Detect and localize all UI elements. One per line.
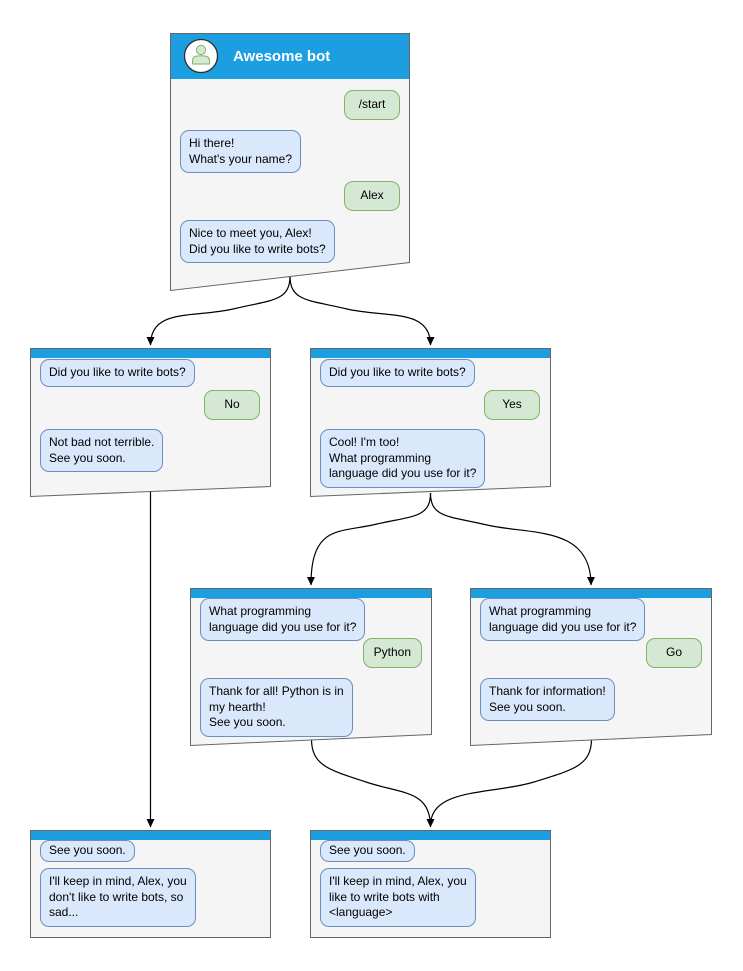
- user-message-bubble: Alex: [344, 181, 400, 211]
- connector-start-to-yes: [289, 275, 435, 346]
- bot-message-bubble: What programming language did you use fo…: [200, 598, 366, 642]
- python-window-header-bar: [191, 589, 431, 598]
- user-message-bubble: Yes: [484, 390, 540, 420]
- bot-message-bubble: Cool! I'm too! What programming language…: [320, 429, 486, 488]
- connector-python-to-end: [310, 738, 435, 828]
- bot-message-bubble: Did you like to write bots?: [320, 359, 475, 387]
- connector-yes-to-python: [307, 492, 432, 586]
- end-no-window-header-bar: [31, 831, 270, 840]
- user-message-bubble: Python: [362, 638, 422, 668]
- end-yes-window-header-bar: [311, 831, 550, 840]
- bot-message-bubble: Thank for information! See you soon.: [480, 678, 615, 722]
- user-message-bubble: Go: [646, 638, 702, 668]
- user-message-bubble: No: [204, 390, 260, 420]
- bot-message-bubble: See you soon.: [320, 840, 415, 862]
- main-window-title: Awesome bot: [233, 47, 331, 65]
- go-window-header-bar: [471, 589, 711, 598]
- bot-message-bubble: Not bad not terrible. See you soon.: [40, 429, 164, 473]
- no-window-header-bar: [31, 349, 270, 358]
- yes-window-header-bar: [311, 349, 550, 358]
- bot-message-bubble: Hi there! What's your name?: [180, 130, 302, 174]
- bot-message-bubble: See you soon.: [40, 840, 135, 862]
- bot-message-bubble: I'll keep in mind, Alex, you like to wri…: [320, 868, 476, 927]
- bot-message-bubble: Did you like to write bots?: [40, 359, 195, 387]
- bot-message-bubble: Nice to meet you, Alex! Did you like to …: [180, 220, 335, 264]
- user-avatar-icon: [183, 38, 219, 74]
- bot-message-bubble: I'll keep in mind, Alex, you don't like …: [40, 868, 196, 927]
- user-message-bubble: /start: [344, 90, 400, 120]
- connector-start-to-no: [146, 275, 291, 346]
- connector-yes-to-go: [429, 492, 595, 586]
- bot-message-bubble: What programming language did you use fo…: [480, 598, 646, 642]
- bot-message-bubble: Thank for all! Python is in my hearth! S…: [200, 678, 353, 737]
- connector-go-to-end: [430, 738, 593, 823]
- flow-connector-arrows: [146, 275, 595, 828]
